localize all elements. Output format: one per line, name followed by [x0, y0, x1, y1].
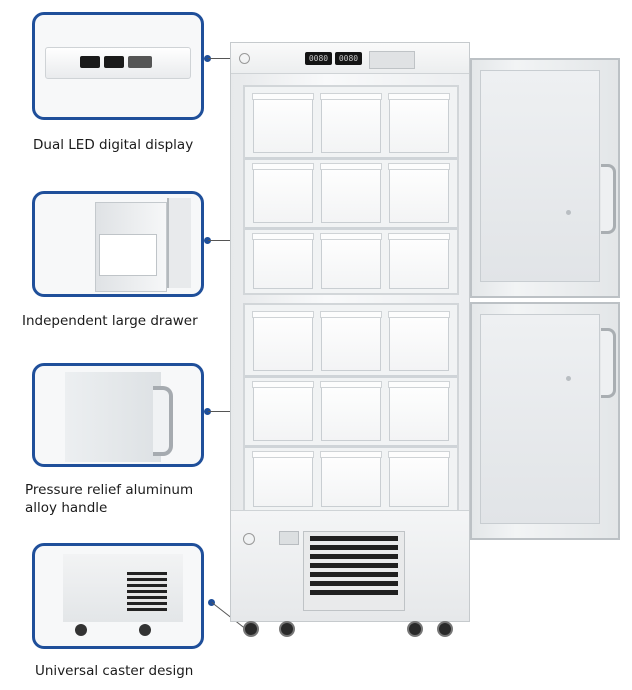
storage-drawer[interactable] — [320, 93, 382, 153]
storage-drawer[interactable] — [388, 93, 450, 153]
label-plate — [279, 531, 299, 545]
led-display-icon — [104, 56, 124, 68]
storage-drawer[interactable] — [252, 451, 314, 507]
upper-chamber — [243, 85, 459, 295]
control-keys-icon — [128, 56, 152, 68]
led-display-left: 0080 — [305, 52, 332, 65]
storage-drawer[interactable] — [388, 381, 450, 441]
led-display-icon — [80, 56, 100, 68]
caption-drawer: Independent large drawer — [22, 313, 198, 329]
storage-drawer[interactable] — [252, 381, 314, 441]
shelf — [245, 445, 457, 448]
caption-handle: Pressure relief aluminum alloy handle — [25, 482, 194, 516]
control-panel: 0080 0080 — [231, 43, 469, 74]
caster-wheel-icon — [279, 621, 295, 637]
lock-icon — [566, 210, 571, 215]
door-panel-icon — [65, 372, 161, 462]
upper-door[interactable] — [470, 58, 620, 298]
storage-drawer[interactable] — [388, 233, 450, 289]
caster-wheel-icon — [407, 621, 423, 637]
door-inner-panel — [480, 314, 600, 524]
storage-drawer[interactable] — [320, 163, 382, 223]
brand-logo-icon — [239, 53, 250, 64]
caster-wheel-icon — [75, 624, 87, 636]
freezer-cabinet: 0080 0080 — [230, 42, 470, 637]
storage-drawer[interactable] — [320, 233, 382, 289]
storage-drawer[interactable] — [320, 381, 382, 441]
callout-dot — [204, 408, 211, 415]
lower-door[interactable] — [470, 302, 620, 540]
shelf — [245, 227, 457, 230]
compressor-housing — [231, 510, 469, 621]
callout-dot — [204, 55, 211, 62]
caster-wheel-icon — [139, 624, 151, 636]
drawer-bin-icon — [99, 234, 157, 276]
caster-wheel-icon — [437, 621, 453, 637]
door-inner-panel — [480, 70, 600, 282]
handle-closeup-icon — [153, 386, 173, 456]
caster-wheel-icon — [243, 621, 259, 637]
storage-drawer[interactable] — [252, 311, 314, 371]
door-handle[interactable] — [601, 164, 616, 234]
callout-drawer — [32, 191, 204, 297]
vent-grille — [303, 531, 405, 611]
shelf — [245, 157, 457, 160]
callout-handle — [32, 363, 204, 467]
callout-dot — [204, 237, 211, 244]
storage-drawer[interactable] — [252, 233, 314, 289]
lower-chamber — [243, 303, 459, 513]
storage-drawer[interactable] — [252, 163, 314, 223]
vent-grille-icon — [127, 572, 167, 612]
lock-icon — [566, 376, 571, 381]
led-display-right: 0080 — [335, 52, 362, 65]
control-keys[interactable] — [369, 51, 415, 69]
display-panel-closeup — [45, 47, 191, 79]
callout-caster — [32, 543, 204, 649]
storage-drawer[interactable] — [320, 451, 382, 507]
caption-display: Dual LED digital display — [33, 137, 194, 153]
storage-drawer[interactable] — [388, 451, 450, 507]
storage-drawer[interactable] — [388, 163, 450, 223]
door-edge-icon — [167, 198, 191, 288]
storage-drawer[interactable] — [252, 93, 314, 153]
caption-caster: Universal caster design — [35, 663, 194, 679]
storage-drawer[interactable] — [320, 311, 382, 371]
door-handle[interactable] — [601, 328, 616, 398]
power-switch-icon[interactable] — [243, 533, 255, 545]
callout-display — [32, 12, 204, 120]
shelf — [245, 375, 457, 378]
storage-drawer[interactable] — [388, 311, 450, 371]
